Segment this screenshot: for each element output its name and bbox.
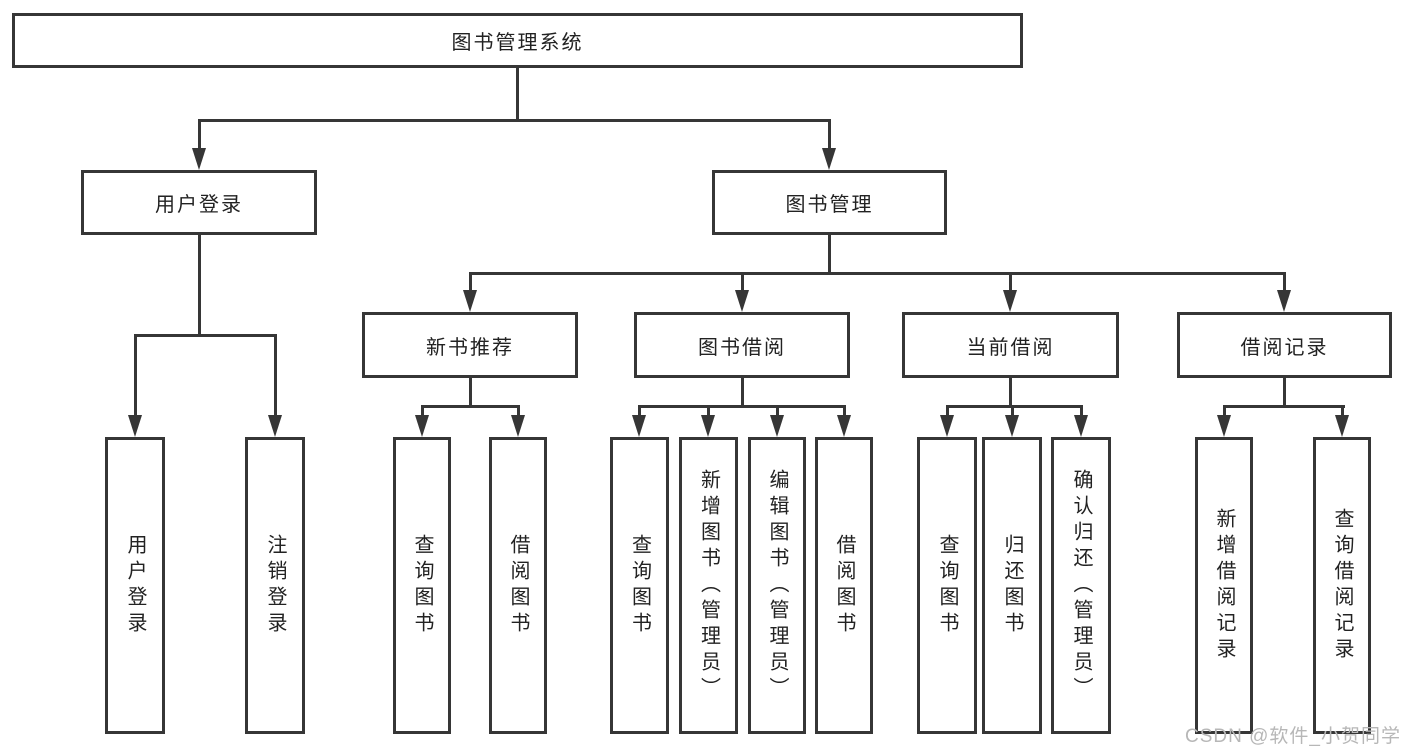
arrow-into-user-login bbox=[192, 148, 206, 170]
node-borrow-records: 借阅记录 bbox=[1177, 312, 1392, 378]
connector-current-borrow-stem bbox=[1008, 377, 1012, 407]
connector-book-borrow-branch bbox=[637, 404, 846, 408]
arrow-into-leaf-query-books-recommend bbox=[415, 415, 429, 437]
node-book-borrow: 图书借阅 bbox=[634, 312, 850, 378]
connector-borrow-records-stem bbox=[1282, 377, 1286, 407]
connector-root-branch bbox=[197, 118, 831, 122]
arrow-into-leaf-query-books-borrow bbox=[632, 415, 646, 437]
arrow-into-leaf-confirm-return-admin bbox=[1074, 415, 1088, 437]
node-book-management: 图书管理 bbox=[712, 170, 947, 235]
connector-book-management-branch bbox=[468, 271, 1286, 275]
connector-stub-leaf-10 bbox=[1222, 406, 1226, 418]
connector-stub-leaf-2 bbox=[516, 406, 520, 418]
connector-stub-leaf-3 bbox=[637, 406, 641, 418]
connector-drop-leaf-user-login bbox=[133, 335, 137, 418]
connector-root-stem bbox=[515, 68, 519, 120]
connector-drop-current-borrow bbox=[1008, 273, 1012, 293]
connector-new-book-recommend-stem bbox=[468, 377, 472, 407]
connector-stub-leaf-1 bbox=[420, 406, 424, 418]
connector-current-borrow-branch bbox=[945, 404, 1083, 408]
leaf-add-borrow-record: 新增借阅记录 bbox=[1195, 437, 1253, 734]
arrow-into-leaf-edit-book-admin bbox=[770, 415, 784, 437]
leaf-query-borrow-record: 查询借阅记录 bbox=[1313, 437, 1371, 734]
connector-borrow-records-branch bbox=[1222, 404, 1345, 408]
arrow-into-leaf-add-borrow-record bbox=[1217, 415, 1231, 437]
node-user-login: 用户登录 bbox=[81, 170, 317, 235]
arrow-into-leaf-query-books-current bbox=[940, 415, 954, 437]
leaf-confirm-return-admin: 确认归还（管理员） bbox=[1051, 437, 1111, 734]
connector-user-login-branch bbox=[133, 333, 277, 337]
arrow-into-leaf-add-book-admin bbox=[701, 415, 715, 437]
connector-user-login-stem bbox=[197, 234, 201, 337]
leaf-query-books-borrow: 查询图书 bbox=[610, 437, 669, 734]
node-new-book-recommend: 新书推荐 bbox=[362, 312, 578, 378]
leaf-user-login: 用户登录 bbox=[105, 437, 165, 734]
arrow-into-leaf-logout bbox=[268, 415, 282, 437]
watermark: CSDN @软件_小贺同学 bbox=[1185, 726, 1401, 747]
connector-drop-book-management bbox=[827, 120, 831, 150]
leaf-borrow-books: 借阅图书 bbox=[815, 437, 873, 734]
arrow-into-book-borrow bbox=[735, 290, 749, 312]
leaf-logout: 注销登录 bbox=[245, 437, 305, 734]
connector-drop-user-login bbox=[197, 120, 201, 150]
connector-book-borrow-stem bbox=[740, 377, 744, 407]
node-root: 图书管理系统 bbox=[12, 13, 1023, 68]
connector-stub-leaf-11 bbox=[1340, 406, 1344, 418]
connector-drop-book-borrow bbox=[740, 273, 744, 293]
arrow-into-current-borrow bbox=[1003, 290, 1017, 312]
arrow-into-leaf-borrow-books bbox=[837, 415, 851, 437]
connector-stub-leaf-9 bbox=[1079, 406, 1083, 418]
leaf-query-books-current: 查询图书 bbox=[917, 437, 977, 734]
arrow-into-leaf-return-books bbox=[1005, 415, 1019, 437]
leaf-edit-book-admin: 编辑图书（管理员） bbox=[748, 437, 806, 734]
connector-drop-new-book-recommend bbox=[468, 273, 472, 293]
node-current-borrow: 当前借阅 bbox=[902, 312, 1119, 378]
connector-stub-leaf-8 bbox=[1010, 406, 1014, 418]
connector-new-book-recommend-branch bbox=[420, 404, 520, 408]
arrow-into-leaf-borrow-books-recommend bbox=[511, 415, 525, 437]
arrow-into-leaf-user-login bbox=[128, 415, 142, 437]
connector-stub-leaf-5 bbox=[775, 406, 779, 418]
arrow-into-leaf-query-borrow-record bbox=[1335, 415, 1349, 437]
connector-stub-leaf-6 bbox=[842, 406, 846, 418]
arrow-into-borrow-records bbox=[1277, 290, 1291, 312]
connector-drop-leaf-logout bbox=[273, 335, 277, 418]
arrow-into-new-book-recommend bbox=[463, 290, 477, 312]
connector-drop-borrow-records bbox=[1282, 273, 1286, 293]
connector-book-management-stem bbox=[827, 233, 831, 274]
connector-stub-leaf-4 bbox=[706, 406, 710, 418]
leaf-return-books: 归还图书 bbox=[982, 437, 1042, 734]
connector-stub-leaf-7 bbox=[945, 406, 949, 418]
leaf-borrow-books-recommend: 借阅图书 bbox=[489, 437, 547, 734]
leaf-add-book-admin: 新增图书（管理员） bbox=[679, 437, 738, 734]
arrow-into-book-management bbox=[822, 148, 836, 170]
leaf-query-books-recommend: 查询图书 bbox=[393, 437, 451, 734]
